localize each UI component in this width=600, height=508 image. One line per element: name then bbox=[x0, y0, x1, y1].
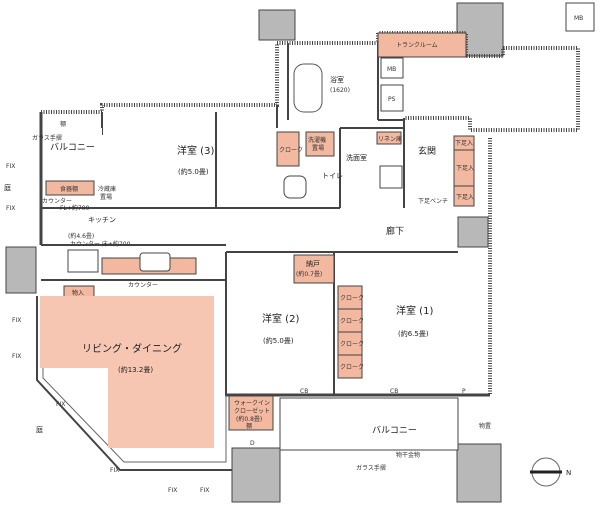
bath-name: 浴室 bbox=[330, 75, 344, 84]
vanity bbox=[379, 165, 403, 189]
kitchen-area: (約4.6畳) bbox=[68, 232, 94, 240]
toilet-name: トイレ bbox=[322, 172, 343, 180]
walkin-closet bbox=[228, 395, 274, 431]
corridor-name: 廊下 bbox=[386, 225, 404, 237]
column-top-left bbox=[258, 9, 296, 41]
closet-w1-2: クローク bbox=[340, 318, 364, 325]
glass-top: ガラス手摺 bbox=[32, 134, 62, 142]
walkin-3: (約0.8畳) bbox=[236, 415, 262, 423]
column-bottom-mid bbox=[231, 447, 281, 503]
garden-2: 庭 bbox=[36, 425, 43, 434]
d-label: D bbox=[250, 440, 255, 447]
room-w1-name: 洋室 (1) bbox=[396, 304, 433, 317]
balcony-bottom-name: バルコニー bbox=[372, 425, 417, 436]
bath-size: (1620) bbox=[330, 87, 350, 94]
mb-top-box bbox=[565, 2, 595, 32]
linen-cabinet bbox=[376, 131, 402, 145]
fix-2: FIX bbox=[6, 205, 15, 212]
living-area bbox=[40, 296, 214, 448]
closet-w1-1: クローク bbox=[340, 295, 364, 302]
fix-6: FIX bbox=[110, 467, 119, 474]
nando-area: (約0.7畳) bbox=[296, 270, 322, 278]
room-w3-area: (約5.0畳) bbox=[178, 167, 209, 176]
fix-7: FIX bbox=[168, 487, 177, 494]
living-name: リビング・ダイニング bbox=[82, 342, 182, 355]
trunk-room bbox=[377, 32, 467, 58]
rail-label: 物干金物 bbox=[396, 451, 420, 459]
shoe-cabinet-3 bbox=[453, 185, 475, 207]
shoe-3-label: 下足入 bbox=[456, 194, 474, 201]
bathtub bbox=[293, 63, 323, 113]
entrance-name: 玄関 bbox=[418, 145, 436, 157]
shelf-label: 棚 bbox=[246, 422, 252, 430]
shelf-top: 棚 bbox=[60, 120, 66, 128]
shoe-2-label: 下足入 bbox=[456, 165, 474, 172]
room-w3-name: 洋室 (3) bbox=[177, 144, 214, 157]
mb-label: MB bbox=[387, 66, 396, 73]
sink bbox=[139, 252, 171, 272]
food-label: 食器棚 bbox=[60, 185, 78, 193]
step-label: 下足ベンチ bbox=[418, 198, 448, 205]
balcony-bottom bbox=[279, 397, 459, 451]
balcony-top bbox=[50, 128, 102, 164]
glass-bottom: ガラス手摺 bbox=[356, 464, 386, 472]
linen-label: リネン庫 bbox=[378, 135, 402, 143]
kitchen-name: キッチン bbox=[88, 216, 116, 224]
shoe-1-label: 下足入 bbox=[455, 140, 473, 147]
fridge-label: 冷蔵庫 bbox=[98, 185, 116, 193]
closet-w1-4: クローク bbox=[340, 364, 364, 371]
nando-label: 納戸 bbox=[306, 259, 320, 268]
column-bottom-right bbox=[456, 443, 502, 503]
fix-3: FIX bbox=[12, 317, 21, 324]
balcony-top-name: バルコニー bbox=[50, 142, 95, 153]
walkin-2: クローゼット bbox=[234, 407, 270, 415]
ps-box bbox=[380, 84, 404, 112]
living-outer-wall bbox=[36, 296, 232, 471]
fix-1: FIX bbox=[6, 163, 15, 170]
room-w1-area: (約6.5畳) bbox=[398, 329, 429, 338]
room-w2-area: (約5.0畳) bbox=[263, 336, 294, 345]
fix-8: FIX bbox=[200, 487, 209, 494]
fridge-label2: 置場 bbox=[100, 193, 112, 201]
cb-label-1: CB bbox=[300, 388, 308, 395]
counter-note: カウンター 床+約700 bbox=[70, 240, 131, 248]
closet-w3 bbox=[276, 131, 300, 167]
washroom-name: 洗面室 bbox=[346, 153, 367, 162]
counter-fl: FL+約700 bbox=[60, 204, 89, 212]
bench-label: 物置 bbox=[479, 422, 491, 430]
fix-5: FIX bbox=[56, 401, 65, 408]
nando-room bbox=[293, 254, 335, 284]
closet-w1-3: クローク bbox=[340, 341, 364, 348]
closet-w3-label: クローク bbox=[279, 147, 303, 154]
p-label: P bbox=[462, 388, 466, 395]
cabinet-label: 物入 bbox=[72, 289, 84, 297]
living-area-label: (約13.2畳) bbox=[118, 365, 153, 374]
stove bbox=[67, 249, 99, 273]
washer-area bbox=[305, 131, 335, 157]
washer-label2: 置場 bbox=[312, 144, 324, 152]
toilet-fixture bbox=[283, 175, 307, 199]
food-cabinet bbox=[45, 180, 95, 196]
walkin-1: ウォークイン bbox=[234, 399, 270, 407]
mb-box bbox=[380, 57, 404, 79]
column-left bbox=[5, 246, 37, 294]
trunk-room-label: トランクルーム bbox=[396, 42, 438, 49]
mb-top-label: MB bbox=[574, 15, 583, 22]
washer-label: 洗濯機 bbox=[308, 136, 326, 144]
room-w2-name: 洋室 (2) bbox=[262, 312, 299, 325]
cb-label-2: CB bbox=[390, 388, 398, 395]
column-right-mid bbox=[457, 216, 489, 248]
fix-4: FIX bbox=[12, 353, 21, 360]
counter2-label: カウンター bbox=[128, 281, 158, 289]
compass-label: N bbox=[566, 469, 571, 477]
ps-label: PS bbox=[388, 96, 396, 103]
counter-label: カウンター bbox=[42, 197, 72, 205]
garden-1: 庭 bbox=[4, 183, 11, 192]
